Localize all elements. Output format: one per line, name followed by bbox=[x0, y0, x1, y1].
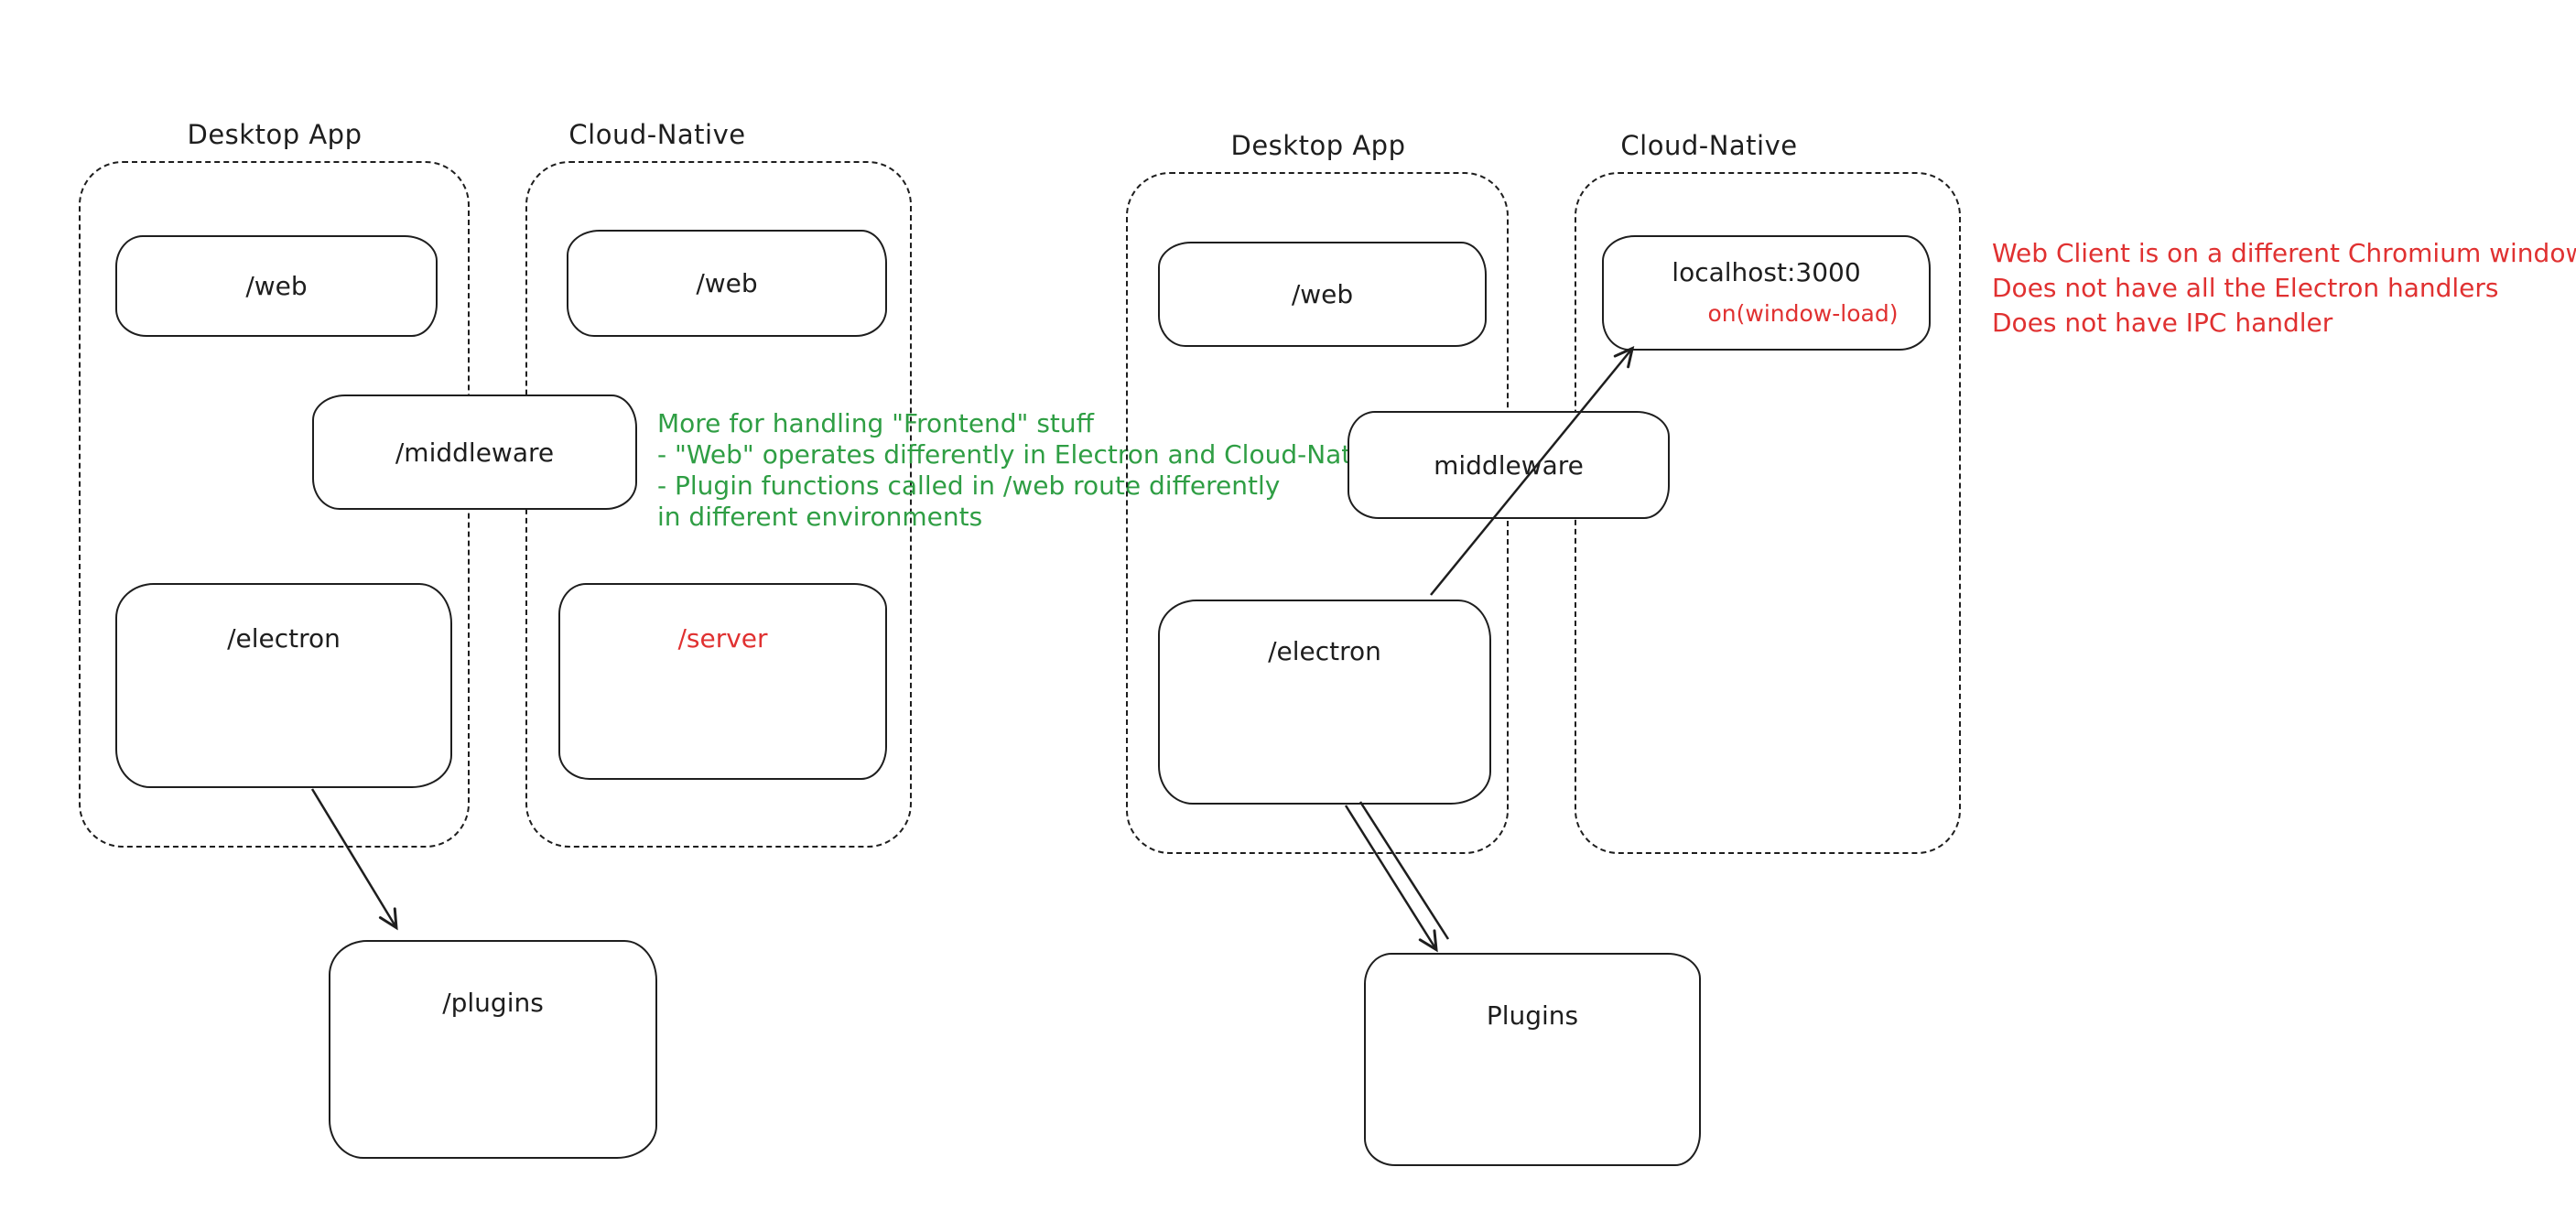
box-label: Plugins bbox=[1486, 1000, 1579, 1031]
box-label: middleware bbox=[1434, 449, 1584, 481]
window-load-label: on(window-load) bbox=[1707, 300, 1899, 327]
left-middleware-box: /middleware bbox=[312, 394, 637, 510]
right-localhost-box: localhost:3000 on(window-load) bbox=[1602, 235, 1931, 351]
box-label: /electron bbox=[227, 623, 341, 654]
localhost-label: localhost:3000 bbox=[1672, 257, 1861, 287]
left-server-box: /server bbox=[558, 583, 887, 780]
left-plugins-box: /plugins bbox=[329, 940, 657, 1159]
note-line: Web Client is on a different Chromium wi… bbox=[1992, 238, 2576, 268]
right-desktop-web-box: /web bbox=[1158, 242, 1487, 347]
box-label: /web bbox=[1291, 279, 1354, 309]
left-desktop-web-box: /web bbox=[115, 235, 438, 337]
note-line: Does not have IPC handler bbox=[1992, 308, 2333, 338]
note-line: in different environments bbox=[657, 502, 983, 532]
box-label: /server bbox=[677, 623, 768, 654]
note-line: - "Web" operates differently in Electron… bbox=[657, 439, 1390, 470]
box-label: /middleware bbox=[395, 437, 555, 468]
right-electron-box: /electron bbox=[1158, 600, 1491, 805]
left-cloud-native-label: Cloud-Native bbox=[568, 119, 746, 150]
box-label: /electron bbox=[1268, 636, 1381, 666]
right-desktop-app-label: Desktop App bbox=[1230, 130, 1406, 161]
box-label: /web bbox=[696, 268, 758, 298]
box-label: /plugins bbox=[442, 988, 544, 1018]
green-annotation: More for handling "Frontend" stuff - "We… bbox=[657, 408, 1390, 533]
note-line: - Plugin functions called in /web route … bbox=[657, 470, 1281, 501]
left-cloud-web-box: /web bbox=[567, 230, 887, 337]
left-electron-box: /electron bbox=[115, 583, 452, 788]
note-line: Does not have all the Electron handlers bbox=[1992, 273, 2499, 303]
right-plugins-box: Plugins bbox=[1364, 953, 1701, 1166]
note-line: More for handling "Frontend" stuff bbox=[657, 408, 1094, 438]
red-annotation: Web Client is on a different Chromium wi… bbox=[1992, 236, 2576, 340]
left-desktop-app-label: Desktop App bbox=[187, 119, 363, 150]
right-cloud-native-label: Cloud-Native bbox=[1620, 130, 1798, 161]
right-middleware-box: middleware bbox=[1348, 411, 1670, 519]
box-label: /web bbox=[245, 271, 308, 301]
